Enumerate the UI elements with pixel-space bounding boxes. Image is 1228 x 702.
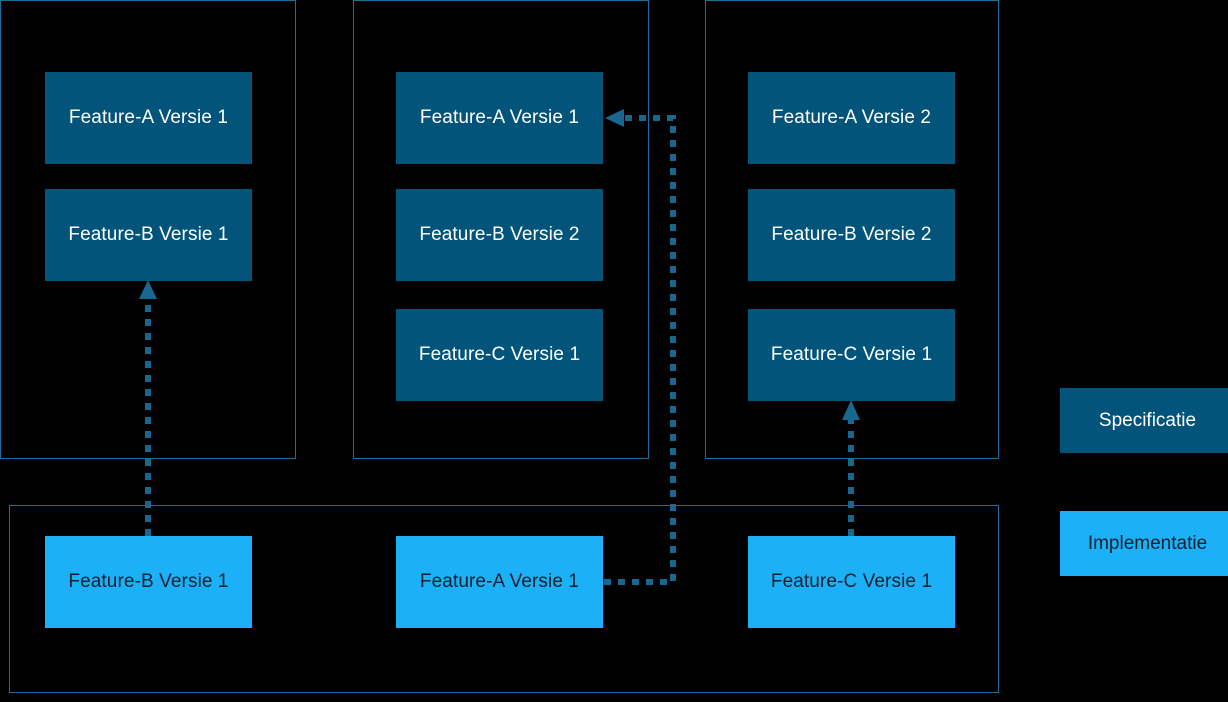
- legend-item-specificatie[interactable]: Specificatie: [1060, 388, 1228, 453]
- node-g2-feature-b-v2[interactable]: Feature-B Versie 2: [396, 189, 603, 281]
- node-g2-feature-a-v1[interactable]: Feature-A Versie 1: [396, 72, 603, 164]
- node-g4-feature-a-v1[interactable]: Feature-A Versie 1: [396, 536, 603, 628]
- node-g2-feature-c-v1[interactable]: Feature-C Versie 1: [396, 309, 603, 401]
- node-g3-feature-b-v2[interactable]: Feature-B Versie 2: [748, 189, 955, 281]
- group-container-4: [9, 505, 999, 693]
- legend-label: Implementatie: [1087, 532, 1208, 554]
- node-label: Feature-A Versie 2: [771, 106, 932, 128]
- node-g3-feature-c-v1[interactable]: Feature-C Versie 1: [748, 309, 955, 401]
- node-label: Feature-A Versie 1: [68, 106, 229, 128]
- node-label: Feature-B Versie 2: [771, 223, 932, 245]
- node-label: Feature-B Versie 1: [68, 223, 229, 245]
- node-g1-feature-a-v1[interactable]: Feature-A Versie 1: [45, 72, 252, 164]
- node-label: Feature-C Versie 1: [418, 343, 581, 365]
- node-label: Feature-B Versie 1: [68, 570, 229, 592]
- node-label: Feature-B Versie 2: [419, 223, 580, 245]
- node-g4-feature-c-v1[interactable]: Feature-C Versie 1: [748, 536, 955, 628]
- node-label: Feature-A Versie 1: [419, 570, 580, 592]
- node-label: Feature-C Versie 1: [770, 343, 933, 365]
- node-g4-feature-b-v1[interactable]: Feature-B Versie 1: [45, 536, 252, 628]
- node-label: Feature-C Versie 1: [770, 570, 933, 592]
- legend-label: Specificatie: [1098, 409, 1197, 431]
- node-label: Feature-A Versie 1: [419, 106, 580, 128]
- legend-item-implementatie[interactable]: Implementatie: [1060, 511, 1228, 576]
- node-g3-feature-a-v2[interactable]: Feature-A Versie 2: [748, 72, 955, 164]
- node-g1-feature-b-v1[interactable]: Feature-B Versie 1: [45, 189, 252, 281]
